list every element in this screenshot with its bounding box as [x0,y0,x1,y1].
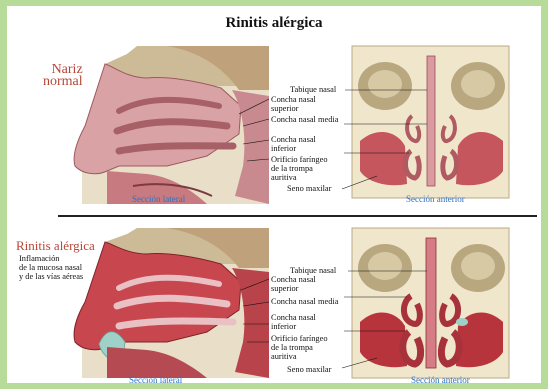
inflammation-note: Inflamación de la mucosa nasal y de las … [19,254,83,281]
lateral-section-normal [65,46,269,204]
label-seno-bottom: Seno maxilar [287,365,331,374]
caption-anterior-bottom: Sección anterior [411,375,470,385]
label-tabique-bottom: Tabique nasal [290,266,336,275]
caption-lateral-bottom: Sección lateral [129,375,182,385]
caption-anterior-top: Sección anterior [406,194,465,204]
label-concha-superior-top: Concha nasal superior [271,95,316,113]
label-seno-top: Seno maxilar [287,184,331,193]
label-tabique-top: Tabique nasal [290,85,336,94]
label-concha-inferior-bottom: Concha nasal inferior [271,313,316,331]
label-concha-superior-bottom: Concha nasal superior [271,275,316,293]
label-concha-inferior-top: Concha nasal inferior [271,135,316,153]
heading-allergic: Rinitis alérgica [16,240,95,252]
heading-normal: Nariz normal [43,64,83,88]
caption-lateral-top: Sección lateral [132,194,185,204]
anterior-section-normal [342,46,509,198]
label-orificio-top: Orificio faríngeo de la trompa auritiva [271,155,328,182]
label-orificio-bottom: Orificio faríngeo de la trompa auritiva [271,334,328,361]
section-divider [58,215,537,217]
label-concha-media-top: Concha nasal media [271,115,338,124]
label-concha-media-bottom: Concha nasal media [271,297,338,306]
anterior-section-allergic [342,228,509,378]
lateral-section-allergic [65,228,269,378]
figure-panel: Rinitis alérgica [7,6,541,383]
